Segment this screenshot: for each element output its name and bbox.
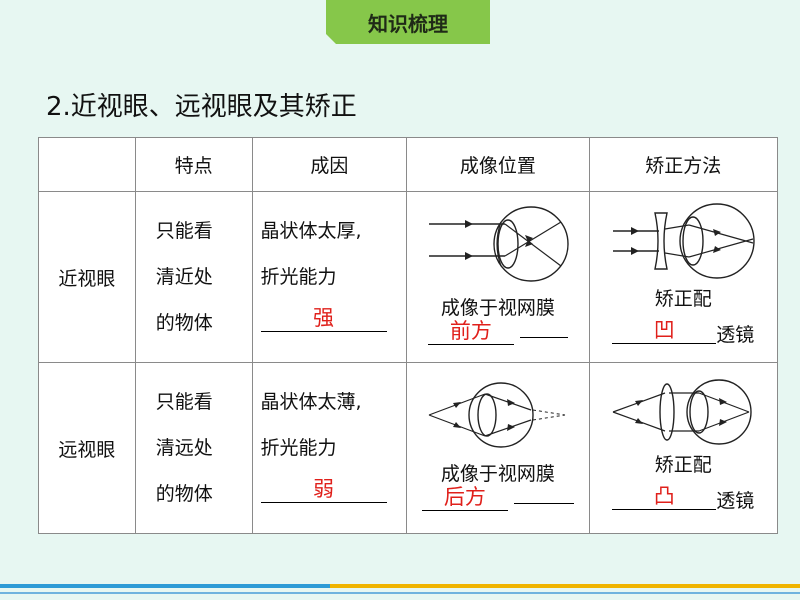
feature-cell-myopia: 只能看 清近处 的物体 [134,191,253,363]
feature-line: 的物体 [155,312,213,334]
answer-weak: 弱 [260,476,387,503]
cause-line: 晶状体太厚, [260,220,362,242]
feature-cell-hyperopia: 只能看 清远处 的物体 [134,362,253,534]
section-tab-label: 知识梳理 [368,11,448,36]
cause-line: 折光能力 [260,266,337,288]
cause-cell-hyperopia: 晶状体太薄, 折光能力 弱 [251,362,408,534]
lens-suffix: 透镜 [716,490,755,512]
feature-line: 清远处 [155,437,213,459]
header-cell-correction: 矫正方法 [588,137,779,192]
hyperopia-eye-diagram-icon [424,380,571,450]
header-cell-feature: 特点 [134,137,253,192]
cause-line: 晶状体太薄, [260,391,362,413]
correction-cell-hyperopia: 矫正配 凸透镜 [588,362,779,534]
answer-strong: 强 [260,305,387,332]
header-cell-cause: 成因 [251,137,408,192]
position-cell-hyperopia: 成像于视网膜 后方 [406,362,590,534]
feature-line: 的物体 [155,483,213,505]
section-tab: 知识梳理 [326,0,490,44]
position-label: 成像于视网膜 [440,463,555,485]
answer-front: 前方 [427,318,514,345]
correction-label: 矫正配 [654,454,712,476]
comparison-table: 特点 成因 成像位置 矫正方法 近视眼 只能看 清近处 的物体 晶状体太厚, 折… [38,137,779,534]
position-cell-myopia: 成像于视网膜 前方 [406,191,590,363]
table-header-row: 特点 成因 成像位置 矫正方法 [38,137,779,192]
row-name-myopia: 近视眼 [38,191,136,363]
feature-line: 清近处 [155,266,213,288]
concave-lens-correction-diagram-icon [609,201,758,281]
table-row-myopia: 近视眼 只能看 清近处 的物体 晶状体太厚, 折光能力 强 [38,191,779,363]
cause-cell-myopia: 晶状体太厚, 折光能力 强 [251,191,408,363]
correction-cell-myopia: 矫正配 凹透镜 [588,191,779,363]
blank-line [519,337,568,338]
header-cell-empty [38,137,136,192]
feature-line: 只能看 [155,391,213,413]
answer-back: 后方 [421,484,508,511]
blank-line [513,503,574,504]
position-label: 成像于视网膜 [440,297,555,319]
correction-label: 矫正配 [654,288,712,310]
footer-stripe-light [0,592,800,594]
myopia-eye-diagram-icon [424,204,571,284]
row-name-hyperopia: 远视眼 [38,362,136,534]
convex-lens-correction-diagram-icon [609,377,758,447]
lens-suffix: 透镜 [716,324,755,346]
page-title: 2.近视眼、远视眼及其矫正 [46,92,357,122]
footer-stripe-yellow [330,584,800,588]
answer-convex: 凸 [612,483,717,510]
answer-concave: 凹 [612,317,717,344]
feature-line: 只能看 [155,220,213,242]
cause-line: 折光能力 [260,437,337,459]
footer-stripe-blue [0,584,330,588]
header-cell-image-position: 成像位置 [406,137,590,192]
table-row-hyperopia: 远视眼 只能看 清远处 的物体 晶状体太薄, 折光能力 弱 [38,362,779,534]
